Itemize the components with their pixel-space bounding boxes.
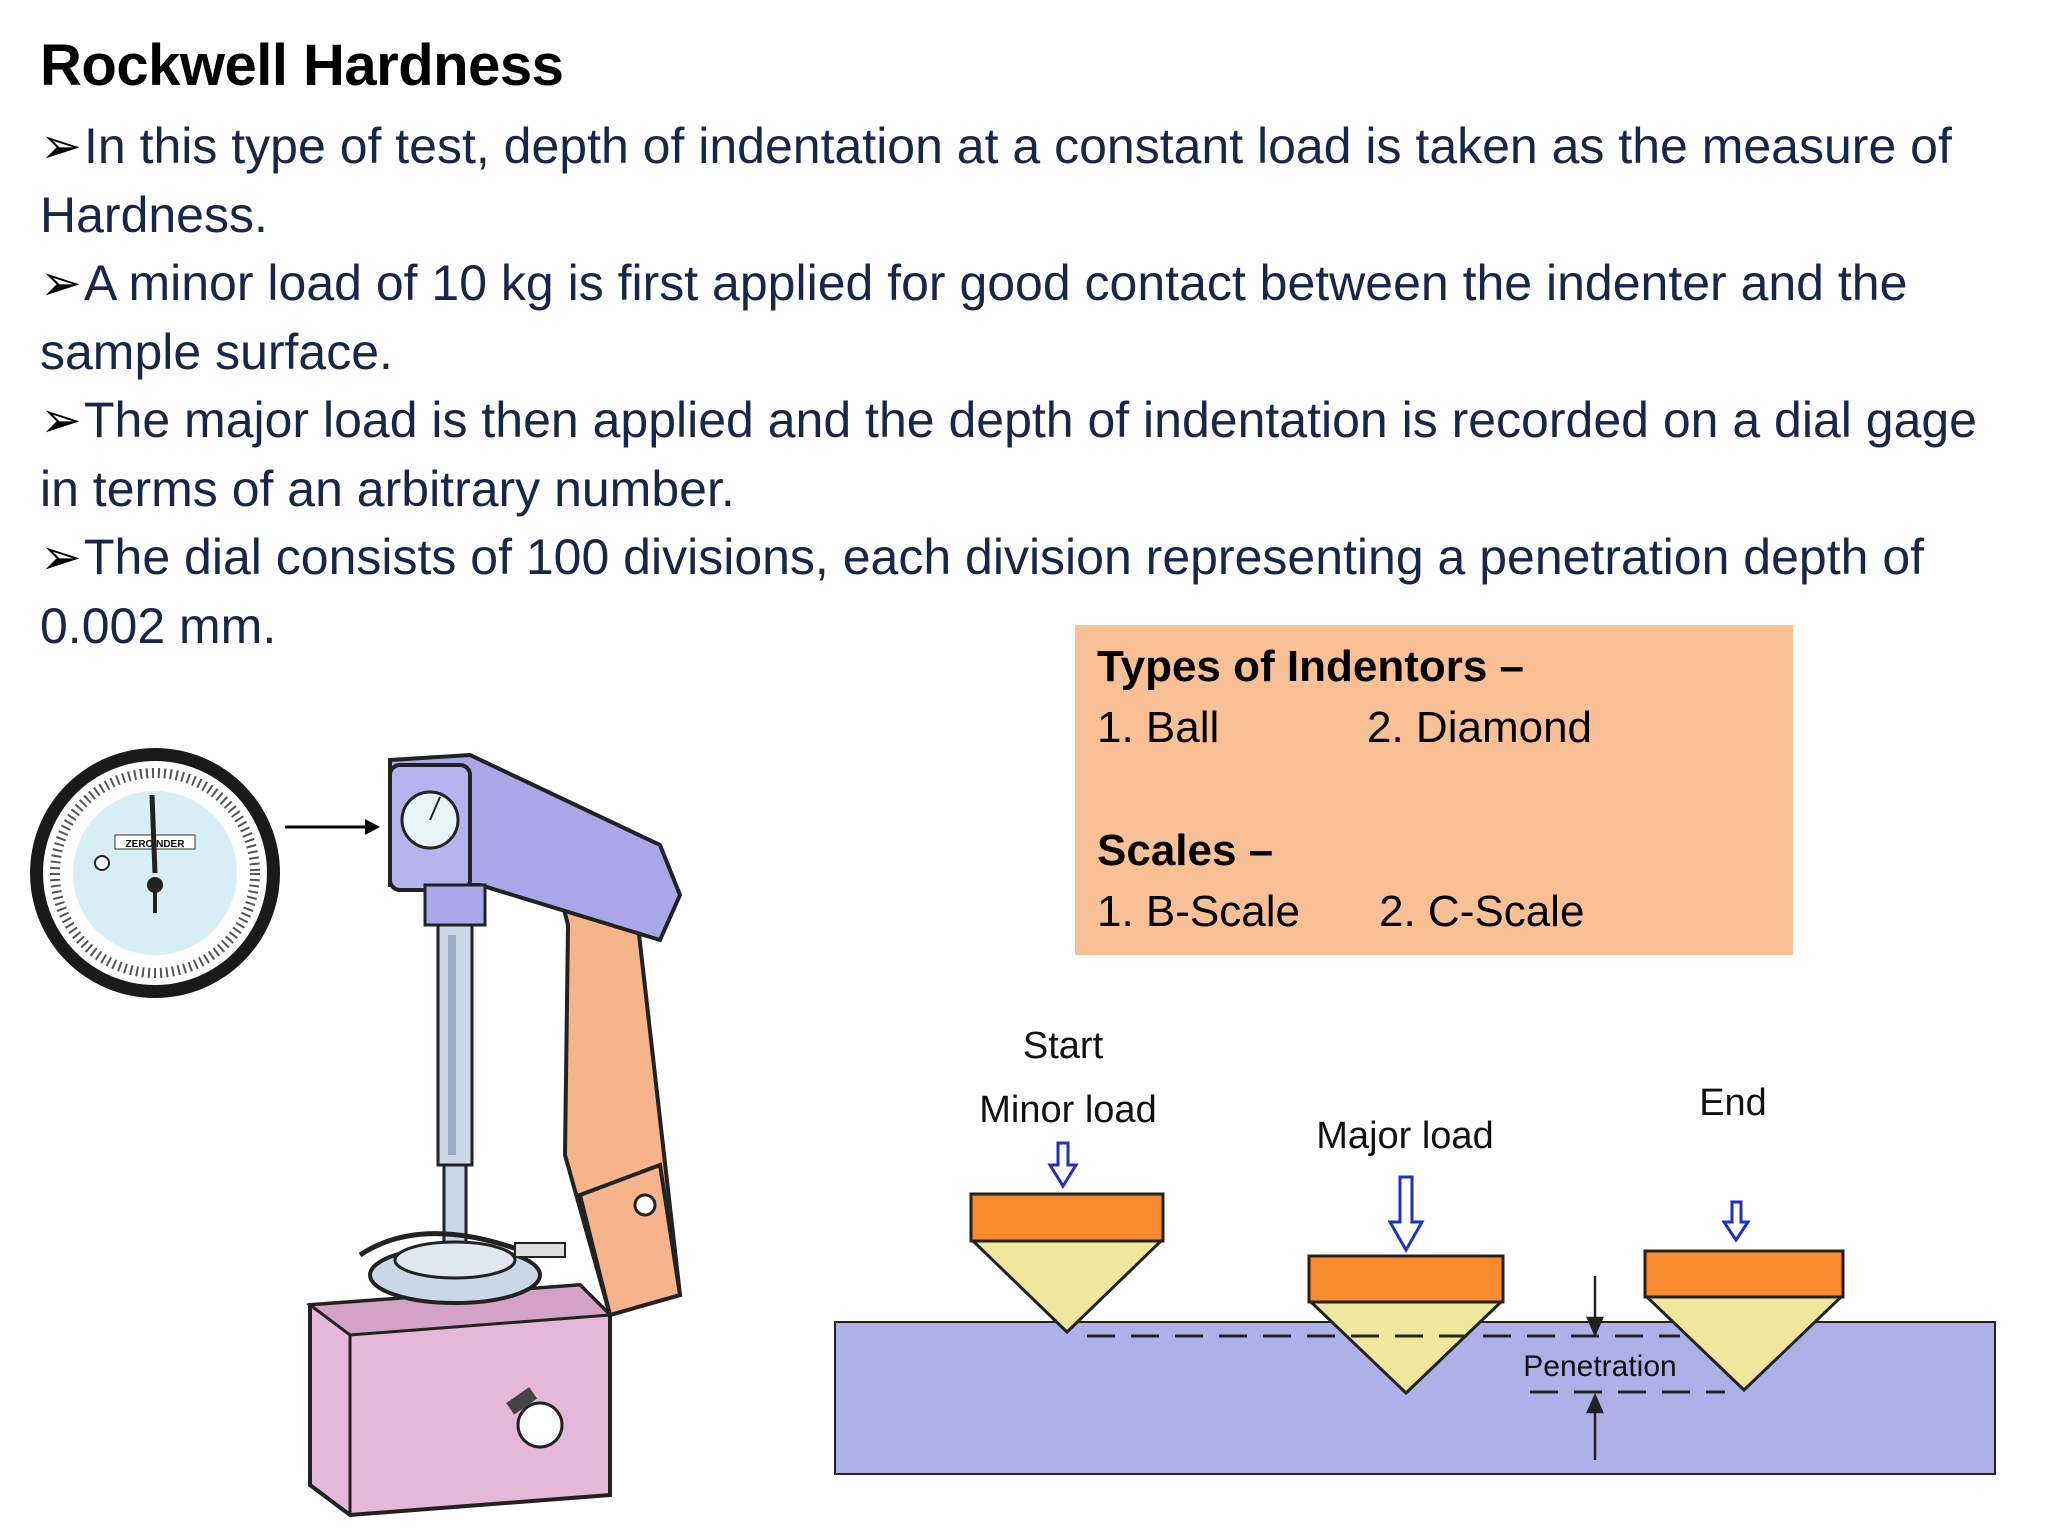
indentor-diamond: 2. Diamond: [1367, 703, 1593, 752]
bullet-arrow-icon: ➢: [40, 255, 82, 311]
indentation-process-diagram: Start Minor load Major load End Penetrat…: [834, 1025, 1996, 1475]
indenter-end: [1643, 1249, 1845, 1393]
slide-title: Rockwell Hardness: [40, 33, 564, 98]
indentor-ball: 1. Ball: [1097, 703, 1220, 752]
bullet-arrow-icon: ➢: [40, 529, 82, 585]
end-load-arrow-icon: [1721, 1200, 1751, 1243]
bullet-arrow-icon: ➢: [40, 392, 82, 448]
scales-heading: Scales –: [1097, 826, 1274, 875]
bullet-text: The major load is then applied and the d…: [40, 392, 1977, 517]
scale-c: 2. C-Scale: [1379, 887, 1585, 936]
indenter-major: [1307, 1254, 1505, 1396]
bullet-item: ➢The major load is then applied and the …: [40, 386, 2000, 523]
arrow-right-icon: [285, 819, 380, 835]
major-load-arrow-icon: [1387, 1175, 1425, 1254]
hardness-tester-machine: [305, 752, 683, 1518]
end-label: End: [1699, 1082, 1767, 1124]
penetration-label: Penetration: [1523, 1350, 1676, 1383]
minor-load-label: Minor load: [979, 1089, 1156, 1131]
bullet-arrow-icon: ➢: [40, 118, 82, 174]
scales-row: 1. B-Scale 2. C-Scale: [1097, 881, 1771, 943]
bullet-text: The dial consists of 100 divisions, each…: [40, 529, 1925, 654]
penetration-arrow-icon: [1586, 1276, 1604, 1460]
major-load-label: Major load: [1316, 1115, 1493, 1157]
bullet-text: In this type of test, depth of indentati…: [40, 118, 1952, 243]
indentors-heading: Types of Indentors –: [1097, 642, 1525, 691]
bullet-item: ➢The dial consists of 100 divisions, eac…: [40, 523, 2000, 660]
minor-load-arrow-icon: [1047, 1141, 1079, 1189]
hardness-tester-illustration: ZEROINDER: [30, 748, 683, 1518]
bullet-list: ➢In this type of test, depth of indentat…: [40, 112, 2000, 660]
indentor-scales-box: Types of Indentors – 1. Ball 2. Diamond …: [1075, 625, 1793, 955]
indentors-row: 1. Ball 2. Diamond: [1097, 697, 1771, 759]
scale-b: 1. B-Scale: [1097, 887, 1300, 936]
bullet-text: A minor load of 10 kg is first applied f…: [40, 255, 1908, 380]
bullet-item: ➢A minor load of 10 kg is first applied …: [40, 249, 2000, 386]
dial-gauge-icon: ZEROINDER: [30, 748, 280, 998]
indenter-start: [969, 1192, 1165, 1335]
start-label: Start: [1023, 1025, 1104, 1067]
bullet-item: ➢In this type of test, depth of indentat…: [40, 112, 2000, 249]
